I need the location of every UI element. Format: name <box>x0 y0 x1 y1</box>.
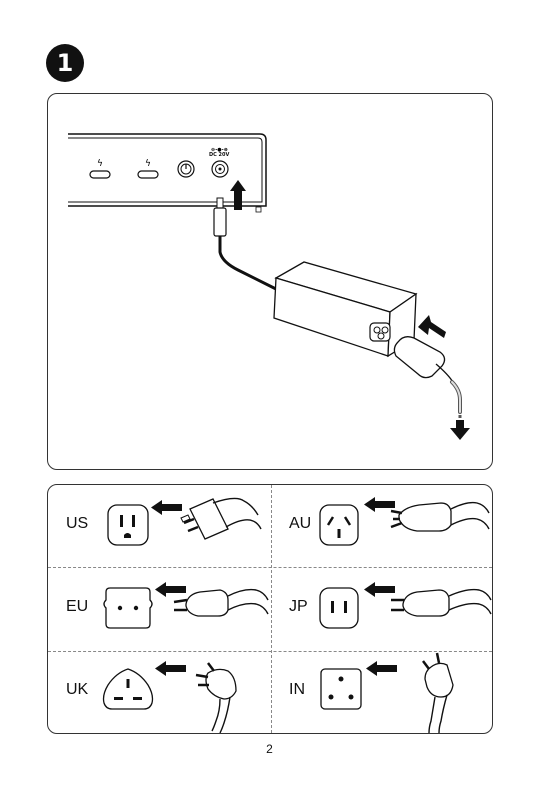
dc-plug <box>214 198 278 290</box>
left-arrow-icon <box>366 661 397 676</box>
uk-plug-icon <box>196 663 236 733</box>
eu-outlet-icon <box>104 588 152 628</box>
uk-outlet-icon <box>104 669 153 709</box>
eu-plug-icon <box>174 590 268 616</box>
svg-text:ϟ: ϟ <box>97 159 103 169</box>
us-plug-icon <box>181 498 261 539</box>
au-outlet-icon <box>320 505 358 545</box>
left-arrow-icon <box>151 500 182 515</box>
plug-cell-eu: EU <box>48 568 271 651</box>
left-arrow-icon <box>155 661 186 676</box>
connection-illustration-panel: ϟ ϟ ⊖-●-⊕ <box>47 93 493 470</box>
step-number-badge: 1 <box>46 44 84 82</box>
in-plug-icon <box>423 653 453 733</box>
plug-cell-in: IN <box>271 651 493 734</box>
insert-ac-cord-arrow-icon <box>418 315 446 338</box>
left-arrow-icon <box>364 497 395 512</box>
plug-cell-jp: JP <box>271 568 493 651</box>
left-arrow-icon <box>155 582 186 597</box>
plug-cell-uk: UK <box>48 651 271 734</box>
left-arrow-icon <box>364 582 395 597</box>
power-adapter-brick <box>274 262 416 356</box>
svg-text:ϟ: ϟ <box>145 159 151 169</box>
cloverleaf-inlet <box>370 323 390 341</box>
plug-cell-au: AU <box>271 485 493 568</box>
regional-plugs-panel: US AU <box>47 484 493 734</box>
plug-cell-us: US <box>48 485 271 568</box>
in-outlet-icon <box>321 669 361 709</box>
jp-plug-icon <box>391 590 491 616</box>
connection-illustration: ϟ ϟ ⊖-●-⊕ <box>48 94 493 470</box>
page-number: 2 <box>0 742 539 756</box>
us-outlet-icon <box>108 505 148 545</box>
ac-cord-connector <box>394 337 460 424</box>
jp-outlet-icon <box>320 588 358 628</box>
au-plug-icon <box>391 503 489 531</box>
to-outlet-arrow-icon <box>450 420 470 440</box>
dc-voltage-label: DC 20V <box>209 152 229 158</box>
